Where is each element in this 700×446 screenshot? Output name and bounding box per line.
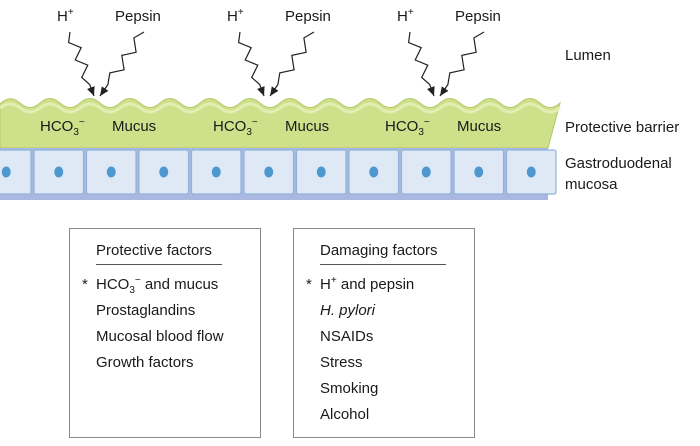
pepsin-label: Pepsin [285,8,331,25]
bicarbonate-label: HCO3− [213,117,258,138]
damaging-factors-title: Damaging factors [320,242,438,259]
bicarbonate-label: HCO3− [40,117,85,138]
cell-nucleus [106,166,116,178]
list-item: Prostaglandins [96,302,196,319]
list-item: HCO3− and mucus [96,275,219,296]
pepsin-label: Pepsin [115,8,161,25]
attack-arrow-head [100,86,109,96]
attack-arrow-head [257,86,265,96]
protective-factors-title: Protective factors [96,242,212,259]
list-item: H. pylori [320,302,376,319]
list-item: Smoking [320,380,379,397]
cell-nucleus [369,166,379,178]
damaging-factors-list: H+ and pepsin H. pylori NSAIDs Stress Sm… [320,272,414,428]
cell-nucleus [1,166,11,178]
mucus-barrier-layer [0,98,561,149]
protective-factors-box: Protective factors * HCO3− and mucus Pro… [69,228,261,438]
attack-arrow-head [270,86,279,96]
list-item: NSAIDs [320,328,374,345]
protective-barrier-label: Protective barrier [565,119,680,136]
attack-arrow-head [87,86,95,96]
barrier-highlight [0,102,561,114]
protective-factors-list: HCO3− and mucus Prostaglandins Mucosal b… [96,272,224,376]
attack-arrow-shaft [99,31,145,97]
attack-arrow-head [440,86,449,96]
cell-nucleus [526,166,536,178]
cell-nucleus [264,166,274,178]
cell-nucleus [54,166,64,178]
attack-arrow-shaft [67,31,95,97]
acid-label: H+ [227,7,244,26]
list-item: Growth factors [96,354,194,371]
attack-arrow-shaft [407,31,435,97]
epithelial-cell [0,149,32,195]
mucus-label: Mucus [457,118,502,135]
cell-nucleus [316,166,326,178]
damaging-factors-box: Damaging factors * H+ and pepsin H. pylo… [293,228,475,438]
attack-arrow-shaft [237,31,265,97]
lumen-label: Lumen [565,47,611,64]
list-item: H+ and pepsin [320,275,415,294]
mucosa-label-line2: mucosa [565,176,618,193]
list-item: Mucosal blood flow [96,328,224,345]
mucus-label: Mucus [285,118,330,135]
cell-nucleus [159,166,169,178]
mucus-label: Mucus [112,118,157,135]
cell-nucleus [421,166,431,178]
bicarbonate-label: HCO3− [385,117,430,138]
acid-label: H+ [397,7,414,26]
key-factor-star: * [306,276,312,293]
attack-arrow-shaft [269,31,315,97]
cell-nucleus [211,166,221,178]
list-item: Stress [320,354,363,371]
damaging-title-rule [320,264,446,265]
cell-nucleus [474,166,484,178]
key-factor-star: * [82,276,88,293]
attack-arrow-shaft [439,31,485,97]
mucosa-label-line1: Gastroduodenal [565,155,672,172]
list-item: Alcohol [320,406,370,423]
acid-label: H+ [57,7,74,26]
pepsin-label: Pepsin [455,8,501,25]
protective-title-rule [96,264,222,265]
attack-arrow-head [427,86,435,96]
